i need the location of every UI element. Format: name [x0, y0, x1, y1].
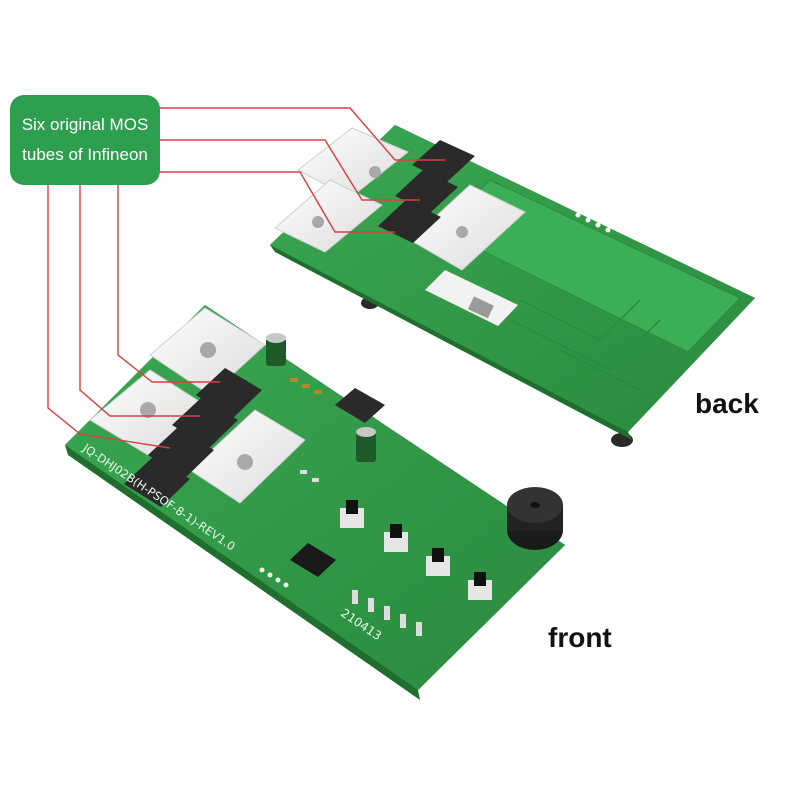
back-board-metal-plate [274, 179, 383, 253]
front-board-mount-hole [200, 342, 216, 358]
back-board-trace [509, 319, 661, 371]
back-board-mount-hole [312, 216, 324, 228]
back-board-metal-plate [409, 184, 526, 271]
front-board-smd [352, 590, 358, 604]
front-board-smd [368, 598, 374, 612]
back-board-trace [559, 349, 641, 391]
front-board-tact-button [340, 500, 364, 528]
front-board-tact-button [384, 524, 408, 552]
callout-line-1: Six original MOS [21, 115, 149, 134]
front-board-mosfet [148, 428, 214, 478]
leader-lines [47, 107, 445, 449]
back-board-pin [575, 212, 581, 218]
back-board-mount-hole [369, 166, 381, 178]
front-board-header-pin [267, 572, 273, 578]
leader-line [117, 182, 220, 383]
back-board-mosfet [412, 140, 475, 182]
back-label: back [695, 388, 759, 419]
back-board-foot [611, 433, 633, 447]
front-board-capacitor [356, 427, 376, 462]
front-board-smd [300, 470, 307, 474]
front-board-regulator [335, 388, 385, 423]
front-board-mosfet [172, 398, 238, 448]
front-board-mount-hole [140, 402, 156, 418]
back-board-pin [605, 227, 611, 233]
front-board-smd [312, 478, 319, 482]
back-board-qr [467, 296, 494, 319]
front-board-tact-button [468, 572, 492, 600]
leader-line [140, 107, 445, 161]
callout-line-2: tubes of Infineon [22, 145, 148, 164]
back-board-pin [595, 222, 601, 228]
leader-line [140, 171, 395, 233]
leader-line [79, 182, 200, 417]
front-board-mosfet [124, 457, 190, 507]
front-board-mount-hole [237, 454, 253, 470]
mos-callout-box: Six original MOS tubes of Infineon [10, 95, 160, 185]
back-board [270, 125, 755, 447]
front-board-smd [400, 614, 406, 628]
front-board-capacitor [266, 333, 286, 366]
back-board-label-area [425, 270, 518, 326]
front-board-header-pin [275, 577, 281, 583]
back-board-pin [585, 217, 591, 223]
front-board-smd [384, 606, 390, 620]
front-board-header-pin [259, 567, 265, 573]
leader-line [140, 139, 420, 201]
front-board-mosfet [196, 368, 262, 418]
front-board-buzzer [507, 487, 563, 550]
front-board-tact-button [426, 548, 450, 576]
front-board-smd [302, 384, 310, 388]
front-label: front [548, 622, 612, 653]
leader-line [47, 182, 171, 449]
front-board-header-pin [283, 582, 289, 588]
front-board-smd [416, 622, 422, 636]
front-board-smd [314, 390, 322, 394]
front-board-ic-chip [290, 543, 336, 577]
back-board-surface [270, 125, 755, 432]
back-board-mount-hole [456, 226, 468, 238]
front-board-smd [290, 378, 298, 382]
back-board-mosfet [395, 170, 458, 213]
back-board-trace [519, 299, 641, 341]
